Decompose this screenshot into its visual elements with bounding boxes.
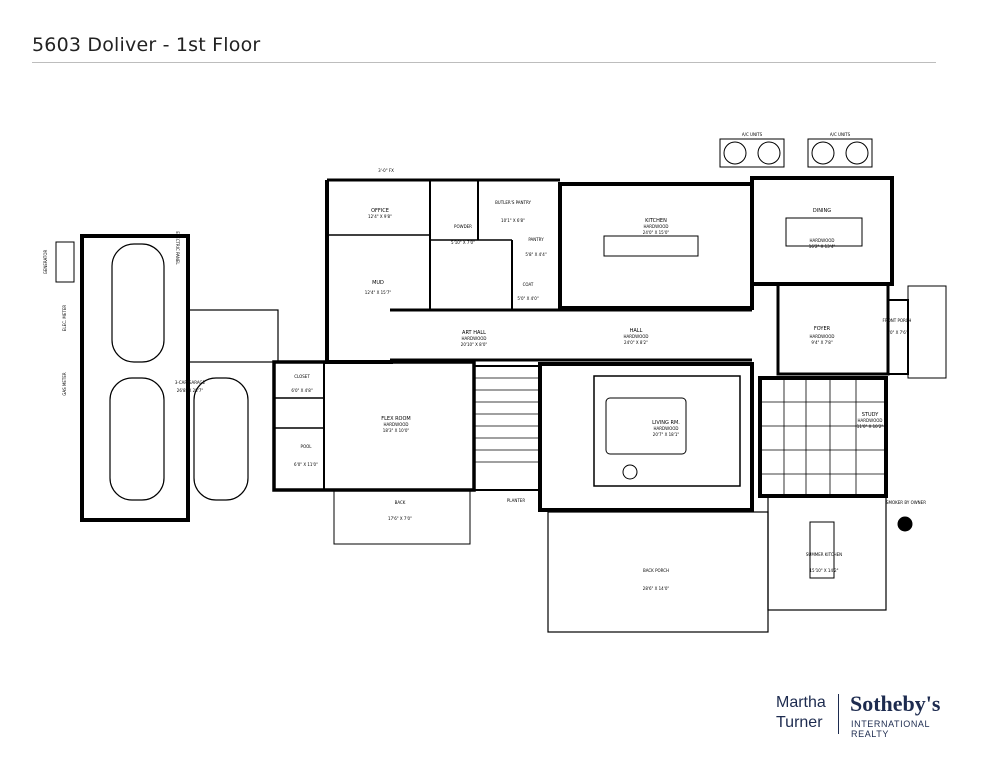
furniture [55, 217, 913, 579]
front-porch [907, 285, 947, 379]
svg-text:ELEC. METER: ELEC. METER [62, 305, 67, 332]
logo-separator [838, 694, 839, 734]
cars [109, 243, 249, 501]
svg-text:5'0" X 4'0": 5'0" X 4'0" [517, 296, 539, 301]
svg-text:CLOSET: CLOSET [294, 374, 310, 379]
svg-text:A/C UNITS: A/C UNITS [742, 132, 763, 137]
study-wall [758, 376, 888, 498]
svg-text:HARDWOOD: HARDWOOD [858, 418, 883, 423]
svg-text:LIVING RM.: LIVING RM. [652, 420, 680, 426]
svg-text:28'6" X 14'0": 28'6" X 14'0" [643, 586, 670, 591]
svg-text:FLEX ROOM: FLEX ROOM [381, 416, 411, 422]
svg-text:4'0" X 7'6": 4'0" X 7'6" [886, 330, 908, 335]
svg-text:HARDWOOD: HARDWOOD [624, 334, 649, 339]
svg-text:15'10" X 14'2": 15'10" X 14'2" [810, 568, 839, 573]
dining-wall [750, 176, 894, 286]
stair-treads [474, 377, 540, 463]
svg-text:SMOKER BY OWNER: SMOKER BY OWNER [886, 500, 926, 505]
svg-text:18'3" X 10'0": 18'3" X 10'0" [383, 428, 410, 433]
svg-text:12'4" X 9'8": 12'4" X 9'8" [368, 214, 392, 219]
logo-brand: Sotheby's [850, 691, 941, 716]
svg-text:HARDWOOD: HARDWOOD [462, 336, 487, 341]
svg-text:5'10" X 7'0": 5'10" X 7'0" [451, 240, 475, 245]
svg-text:BACK: BACK [395, 500, 406, 505]
svg-text:HARDWOOD: HARDWOOD [810, 238, 835, 243]
flex-room-wall [272, 360, 476, 492]
svg-text:GENERATOR: GENERATOR [43, 250, 48, 275]
room-labels: A/C UNITS A/C UNITS OFFICE 12'4" X 9'8" … [43, 132, 926, 591]
kitchen-wall [558, 182, 754, 310]
logo-line1: Martha [776, 694, 826, 711]
svg-text:9'4" X 7'8": 9'4" X 7'8" [811, 340, 833, 345]
car-2 [109, 377, 165, 501]
svg-text:16'2" X 13'4": 16'2" X 13'4" [809, 244, 836, 249]
svg-text:6'0" X 4'8": 6'0" X 4'8" [291, 388, 313, 393]
brand-logo: Martha Turner Sotheby's INTERNATIONAL RE… [776, 691, 966, 739]
back-flex-porch [333, 489, 471, 545]
svg-text:3'-0" FX: 3'-0" FX [378, 168, 394, 173]
logo-tagline: INTERNATIONAL REALTY [851, 719, 930, 739]
svg-text:KITCHEN: KITCHEN [645, 218, 667, 224]
svg-text:HARDWOOD: HARDWOOD [654, 426, 679, 431]
svg-text:HALL: HALL [630, 328, 643, 334]
svg-text:24'0" X 15'0": 24'0" X 15'0" [643, 230, 670, 235]
svg-text:PANTRY: PANTRY [528, 237, 544, 242]
svg-text:24'0" X 8'2": 24'0" X 8'2" [624, 340, 648, 345]
svg-text:HARDWOOD: HARDWOOD [810, 334, 835, 339]
svg-text:POOL: POOL [301, 444, 313, 449]
svg-text:MUD: MUD [372, 280, 384, 286]
walls [80, 176, 947, 633]
car-3 [193, 377, 249, 501]
svg-text:3-CAR GARAGE: 3-CAR GARAGE [175, 380, 206, 385]
svg-text:FOYER: FOYER [814, 326, 831, 332]
svg-text:DINING: DINING [813, 208, 831, 214]
svg-text:20'7" X 18'1": 20'7" X 18'1" [653, 432, 680, 437]
svg-text:BACK PORCH: BACK PORCH [643, 568, 669, 573]
stairs [473, 365, 541, 491]
garage-corridor [187, 309, 279, 363]
svg-text:20'10" X 8'0": 20'10" X 8'0" [461, 342, 488, 347]
svg-text:A/C UNITS: A/C UNITS [830, 132, 851, 137]
garage-wall [80, 234, 190, 522]
svg-text:5'8" X 4'4": 5'8" X 4'4" [525, 252, 547, 257]
living-wall [538, 362, 754, 512]
page-title: 5603 Doliver - 1st Floor [32, 34, 261, 56]
svg-text:ELECTRIC PANEL: ELECTRIC PANEL [175, 231, 180, 265]
summer-kitchen [767, 495, 887, 611]
svg-text:PLANTER: PLANTER [507, 498, 525, 503]
svg-text:17'6" X 7'0": 17'6" X 7'0" [388, 516, 412, 521]
svg-text:26'8" X 28'7": 26'8" X 28'7" [177, 388, 204, 393]
svg-text:10'1" X 6'8": 10'1" X 6'8" [501, 218, 525, 223]
svg-text:HARDWOOD: HARDWOOD [644, 224, 669, 229]
svg-text:GAS METER: GAS METER [62, 372, 67, 396]
header-divider [32, 62, 936, 63]
svg-text:HARDWOOD: HARDWOOD [384, 422, 409, 427]
car-1 [111, 243, 165, 363]
ac-units [719, 138, 873, 168]
logo-line2: Turner [776, 714, 823, 731]
svg-text:ART HALL: ART HALL [462, 330, 486, 336]
svg-text:POWDER: POWDER [454, 224, 472, 229]
study-grid [760, 378, 886, 496]
svg-text:BUTLER'S PANTRY: BUTLER'S PANTRY [495, 200, 531, 205]
svg-text:COAT: COAT [523, 282, 534, 287]
svg-text:11'0" X 10'2": 11'0" X 10'2" [857, 424, 884, 429]
svg-text:STUDY: STUDY [862, 412, 879, 418]
svg-text:OFFICE: OFFICE [371, 208, 389, 214]
svg-text:6'0" X 11'0": 6'0" X 11'0" [294, 462, 318, 467]
svg-text:SUMMER KITCHEN: SUMMER KITCHEN [806, 552, 842, 557]
svg-text:12'4" X 15'7": 12'4" X 15'7" [365, 290, 392, 295]
svg-text:FRONT PORCH: FRONT PORCH [883, 318, 912, 323]
